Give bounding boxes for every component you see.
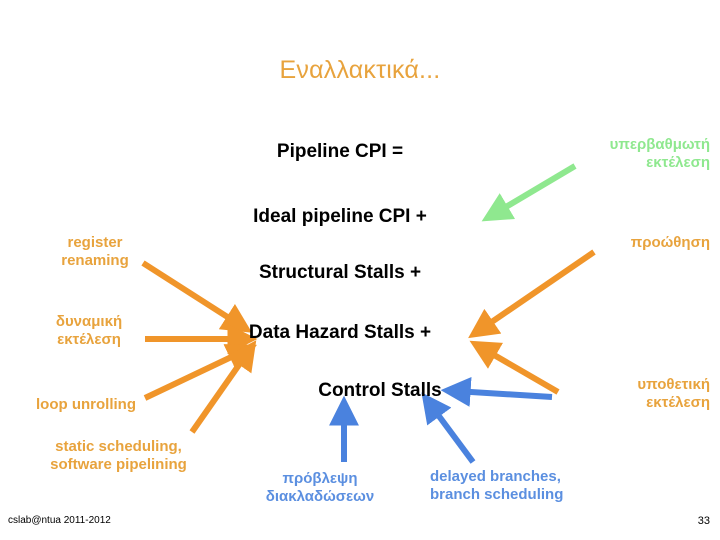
annotation-speculative-execution: υποθετική εκτέλεση [637,376,710,411]
annotation-branch-prediction: πρόβλεψη διακλαδώσεων [265,470,375,505]
term-data-hazard-stalls: Data Hazard Stalls + [248,322,432,343]
arrow-delayed-branches [421,392,476,464]
annotation-loop-unrolling: loop unrolling [36,396,136,413]
annotation-register-renaming: register renaming [61,234,129,269]
annotation-forwarding: προώθηση [630,234,710,251]
annotation-superscalar-execution: υπερβαθμωτή εκτέλεση [609,136,710,171]
footer-credit: cslab@ntua 2011-2012 [8,515,111,526]
slide-title: Εναλλακτικά... [279,56,441,84]
annotation-dynamic-execution: δυναμική εκτέλεση [55,313,123,348]
annotation-static-scheduling: static scheduling, software pipelining [50,438,187,473]
annotation-delayed-branches: delayed branches, branch scheduling [430,468,564,503]
term-control-stalls: Control Stalls [318,380,442,401]
term-pipeline-cpi: Pipeline CPI = [276,141,404,162]
term-ideal-pipeline-cpi: Ideal pipeline CPI + [253,206,427,227]
term-structural-stalls: Structural Stalls + [258,262,422,283]
footer-page-number: 33 [697,515,710,527]
